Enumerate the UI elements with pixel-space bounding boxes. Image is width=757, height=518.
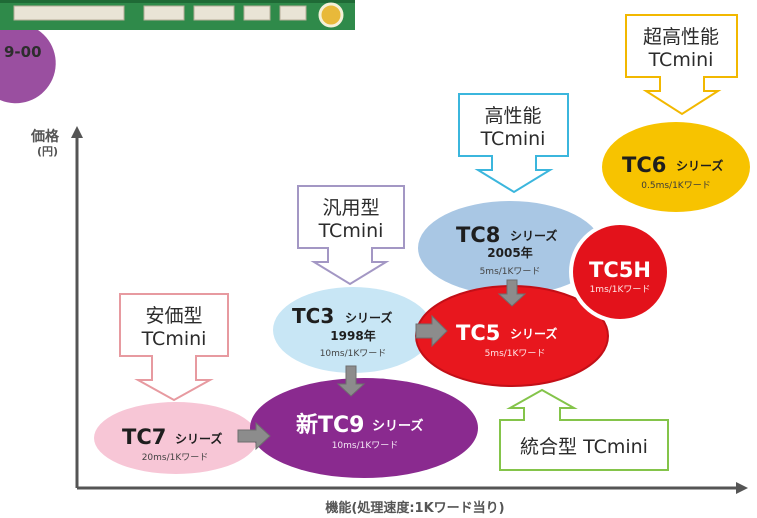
node-tc5h-title: TC5H <box>589 258 651 282</box>
node-tc8-title: TC8 <box>456 223 500 247</box>
callout-general-line1: 汎用型 <box>322 197 379 219</box>
node-tc5h-speed: 1ms/1Kワード <box>590 285 651 295</box>
node-tc3-title: TC3 <box>292 304 334 328</box>
node-tc5h: TC5H 1ms/1Kワード <box>569 221 671 323</box>
mounting-hole <box>318 2 344 28</box>
arrow-tc7-to-tc9 <box>237 421 271 451</box>
x-axis-label: 機能(処理速度:1Kワード当り) <box>325 500 504 516</box>
callout-ultra-line2: TCmini <box>648 49 714 71</box>
node-tc7-series: シリーズ <box>175 431 222 446</box>
pcb-connectors <box>13 5 307 21</box>
axes: 価格 (円) 機能(処理速度:1Kワード当り) <box>30 126 748 516</box>
callout-ultra: 超高性能 TCmini <box>625 14 738 116</box>
node-tc3-year: 1998年 <box>330 328 375 343</box>
node-tc7-title: TC7 <box>122 425 166 449</box>
node-tc7-speed: 20ms/1Kワード <box>142 453 209 463</box>
callout-high: 高性能 TCmini <box>458 93 569 194</box>
callout-ultra-line1: 超高性能 <box>643 26 719 48</box>
node-tc9: 新TC9 シリーズ 10ms/1Kワード <box>250 378 478 478</box>
node-tc7: TC7 シリーズ 20ms/1Kワード <box>94 402 258 474</box>
node-tc9-title: 新TC9 <box>296 412 364 438</box>
node-tc9-series: シリーズ <box>372 418 423 434</box>
arrow-tc3-to-tc9 <box>336 365 366 397</box>
callout-integrated-label: 統合型 TCmini <box>520 436 648 458</box>
node-tc3-series: シリーズ <box>345 310 392 325</box>
purple-corner-shape <box>0 30 56 104</box>
callout-budget-line2: TCmini <box>141 328 207 350</box>
node-tc6-title: TC6 <box>622 153 666 177</box>
callout-general-line2: TCmini <box>318 220 384 242</box>
node-tc6-series: シリーズ <box>676 158 723 173</box>
node-tc6-speed: 0.5ms/1Kワード <box>641 181 710 191</box>
node-tc8-speed: 5ms/1Kワード <box>480 267 541 277</box>
node-tc5-series: シリーズ <box>510 326 557 341</box>
arrow-tc8-to-tc5 <box>497 279 527 307</box>
node-tc8: TC8 シリーズ 2005年 5ms/1Kワード <box>418 201 602 295</box>
arrow-tc3-to-tc5 <box>415 314 448 348</box>
node-tc3-speed: 10ms/1Kワード <box>320 349 387 359</box>
node-tc5-speed: 5ms/1Kワード <box>485 349 546 359</box>
callout-budget: 安価型 TCmini <box>119 293 229 402</box>
callout-high-line1: 高性能 <box>484 105 541 127</box>
callout-integrated: 統合型 TCmini <box>499 388 669 471</box>
photo-caption: 9-00 <box>4 43 42 61</box>
node-tc6: TC6 シリーズ 0.5ms/1Kワード <box>602 122 750 212</box>
callout-budget-line1: 安価型 <box>145 305 202 327</box>
node-tc8-series: シリーズ <box>510 228 557 243</box>
node-tc5-title: TC5 <box>456 321 500 345</box>
y-axis-unit: (円) <box>37 145 58 158</box>
node-tc3: TC3 シリーズ 1998年 10ms/1Kワード <box>273 287 433 373</box>
callout-high-line2: TCmini <box>480 128 546 150</box>
migration-arrows <box>237 279 527 451</box>
callout-general: 汎用型 TCmini <box>297 185 405 286</box>
pcb-photo <box>0 0 355 30</box>
node-tc5: TC5 シリーズ 5ms/1Kワード <box>415 285 609 387</box>
node-tc9-speed: 10ms/1Kワード <box>332 441 399 451</box>
y-axis-label: 価格 <box>30 128 60 145</box>
node-tc8-year: 2005年 <box>487 245 532 260</box>
